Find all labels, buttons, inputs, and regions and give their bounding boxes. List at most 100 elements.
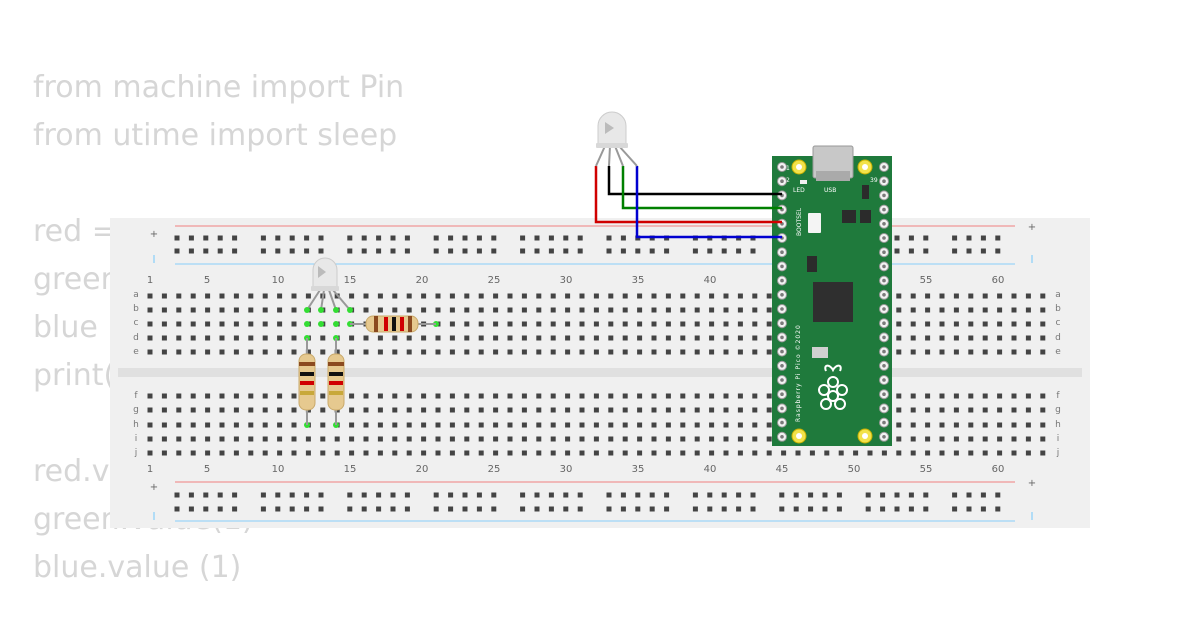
- breadboard-hole[interactable]: [709, 293, 715, 299]
- breadboard-hole[interactable]: [262, 335, 268, 341]
- breadboard-hole[interactable]: [176, 307, 182, 313]
- breadboard-hole[interactable]: [982, 293, 988, 299]
- rail-hole[interactable]: [260, 492, 266, 498]
- breadboard-hole[interactable]: [608, 307, 614, 313]
- rail-hole[interactable]: [174, 235, 180, 241]
- breadboard-hole[interactable]: [838, 450, 844, 456]
- breadboard-hole[interactable]: [1011, 436, 1017, 442]
- breadboard-hole[interactable]: [392, 422, 398, 428]
- rail-hole[interactable]: [534, 506, 540, 512]
- rail-hole[interactable]: [520, 235, 526, 241]
- wire-blue[interactable]: [635, 166, 782, 239]
- rail-hole[interactable]: [232, 235, 238, 241]
- breadboard-hole[interactable]: [1011, 335, 1017, 341]
- breadboard-hole[interactable]: [1011, 393, 1017, 399]
- breadboard-hole[interactable]: [233, 407, 239, 413]
- breadboard-hole[interactable]: [637, 407, 643, 413]
- rail-hole[interactable]: [232, 248, 238, 254]
- breadboard-hole[interactable]: [665, 293, 671, 299]
- breadboard-hole[interactable]: [176, 407, 182, 413]
- breadboard-hole[interactable]: [161, 335, 167, 341]
- breadboard-hole[interactable]: [694, 307, 700, 313]
- breadboard-hole[interactable]: [219, 393, 225, 399]
- breadboard-hole[interactable]: [176, 321, 182, 327]
- breadboard-hole[interactable]: [709, 422, 715, 428]
- breadboard-hole[interactable]: [766, 407, 772, 413]
- breadboard-hole[interactable]: [622, 393, 628, 399]
- breadboard-hole[interactable]: [709, 307, 715, 313]
- breadboard-hole[interactable]: [651, 393, 657, 399]
- breadboard-hole[interactable]: [593, 422, 599, 428]
- breadboard-hole[interactable]: [334, 450, 340, 456]
- rail-hole[interactable]: [289, 492, 295, 498]
- breadboard-hole[interactable]: [190, 422, 196, 428]
- breadboard-hole[interactable]: [593, 407, 599, 413]
- breadboard-hole[interactable]: [709, 450, 715, 456]
- breadboard-hole[interactable]: [421, 436, 427, 442]
- breadboard-hole[interactable]: [550, 335, 556, 341]
- breadboard-hole[interactable]: [349, 407, 355, 413]
- rail-hole[interactable]: [534, 492, 540, 498]
- rail-hole[interactable]: [966, 248, 972, 254]
- breadboard-hole[interactable]: [392, 407, 398, 413]
- rail-hole[interactable]: [894, 235, 900, 241]
- breadboard-hole[interactable]: [953, 349, 959, 355]
- rail-hole[interactable]: [836, 492, 842, 498]
- rail-hole[interactable]: [548, 248, 554, 254]
- breadboard-hole[interactable]: [752, 307, 758, 313]
- breadboard-hole[interactable]: [449, 422, 455, 428]
- breadboard-hole[interactable]: [277, 436, 283, 442]
- breadboard-hole[interactable]: [1011, 407, 1017, 413]
- breadboard-hole[interactable]: [493, 335, 499, 341]
- breadboard-hole[interactable]: [968, 293, 974, 299]
- rail-hole[interactable]: [318, 248, 324, 254]
- rail-hole[interactable]: [304, 506, 310, 512]
- breadboard-hole[interactable]: [277, 321, 283, 327]
- breadboard-hole[interactable]: [752, 321, 758, 327]
- rail-hole[interactable]: [563, 235, 569, 241]
- rail-hole[interactable]: [217, 492, 223, 498]
- breadboard-hole[interactable]: [305, 293, 311, 299]
- breadboard-hole[interactable]: [233, 393, 239, 399]
- breadboard-hole[interactable]: [248, 335, 254, 341]
- rail-hole[interactable]: [318, 492, 324, 498]
- breadboard-hole[interactable]: [752, 407, 758, 413]
- breadboard-hole[interactable]: [493, 321, 499, 327]
- breadboard-hole[interactable]: [766, 450, 772, 456]
- breadboard-hole[interactable]: [147, 422, 153, 428]
- breadboard-hole[interactable]: [219, 307, 225, 313]
- rail-hole[interactable]: [174, 492, 180, 498]
- breadboard-hole[interactable]: [435, 293, 441, 299]
- breadboard-hole[interactable]: [925, 307, 931, 313]
- breadboard-hole[interactable]: [1025, 450, 1031, 456]
- breadboard-hole[interactable]: [968, 450, 974, 456]
- breadboard-hole[interactable]: [421, 349, 427, 355]
- breadboard-hole[interactable]: [565, 293, 571, 299]
- breadboard-hole[interactable]: [737, 436, 743, 442]
- rail-hole[interactable]: [476, 235, 482, 241]
- breadboard-hole[interactable]: [593, 335, 599, 341]
- rail-hole[interactable]: [260, 248, 266, 254]
- rail-hole[interactable]: [318, 506, 324, 512]
- breadboard-hole[interactable]: [392, 436, 398, 442]
- breadboard-hole[interactable]: [881, 450, 887, 456]
- breadboard-hole[interactable]: [493, 450, 499, 456]
- rail-hole[interactable]: [606, 506, 612, 512]
- rail-hole[interactable]: [433, 506, 439, 512]
- breadboard-hole[interactable]: [953, 307, 959, 313]
- rail-hole[interactable]: [376, 248, 382, 254]
- rail-hole[interactable]: [865, 506, 871, 512]
- breadboard-hole[interactable]: [896, 422, 902, 428]
- breadboard-hole[interactable]: [219, 349, 225, 355]
- breadboard-hole[interactable]: [622, 307, 628, 313]
- breadboard-hole[interactable]: [190, 335, 196, 341]
- breadboard-hole[interactable]: [161, 407, 167, 413]
- breadboard-hole[interactable]: [377, 293, 383, 299]
- breadboard-hole[interactable]: [536, 307, 542, 313]
- breadboard-hole[interactable]: [637, 293, 643, 299]
- breadboard-hole[interactable]: [997, 436, 1003, 442]
- rail-hole[interactable]: [980, 492, 986, 498]
- breadboard-hole[interactable]: [1040, 393, 1046, 399]
- breadboard-hole[interactable]: [925, 321, 931, 327]
- breadboard-hole[interactable]: [550, 293, 556, 299]
